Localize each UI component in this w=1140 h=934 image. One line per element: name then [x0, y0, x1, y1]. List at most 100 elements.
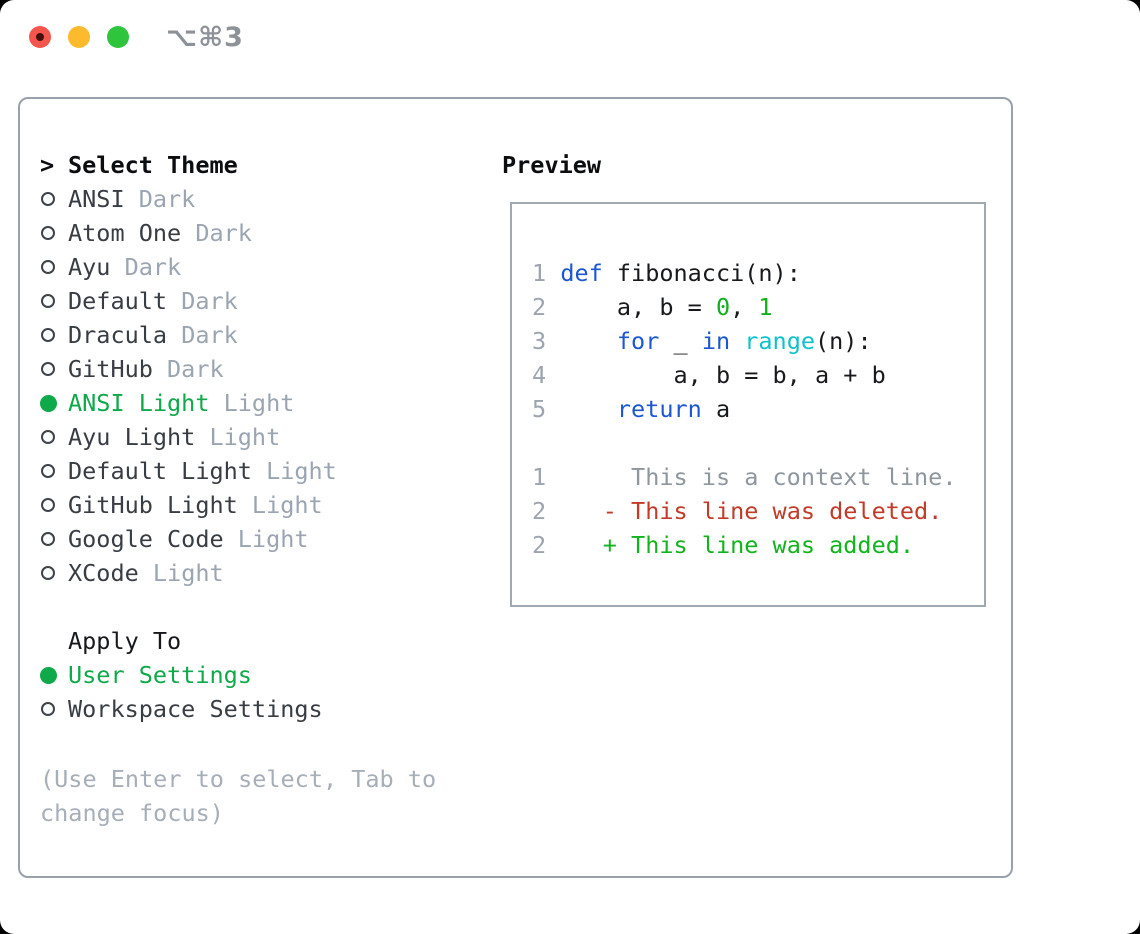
- theme-variant: Light: [223, 525, 309, 553]
- theme-name: Dracula: [68, 321, 168, 349]
- theme-option-ansi-dark[interactable]: ANSI Dark: [40, 182, 337, 216]
- code-segment-keyword: for: [616, 327, 660, 355]
- theme-variant: Light: [138, 559, 224, 587]
- theme-option-atom-one-dark[interactable]: Atom One Dark: [40, 216, 337, 250]
- preview-heading: Preview: [502, 151, 602, 179]
- code-segment-plain: [560, 531, 602, 559]
- theme-variant: Light: [237, 491, 323, 519]
- radio-unselected-icon: [41, 498, 55, 512]
- line-number: 2: [532, 293, 547, 321]
- code-segment-plain: [730, 327, 744, 355]
- theme-option-dracula-dark[interactable]: Dracula Dark: [40, 318, 337, 352]
- line-number: 1: [532, 463, 547, 491]
- line-number: 3: [532, 327, 547, 355]
- theme-option-default-dark[interactable]: Default Dark: [40, 284, 337, 318]
- theme-option-github-dark[interactable]: GitHub Dark: [40, 352, 337, 386]
- code-segment-number: 1: [758, 293, 773, 321]
- preview-line: 4 a, b = b, a + b: [532, 358, 984, 392]
- radio-unselected-icon: [41, 532, 55, 546]
- radio-unselected-icon: [41, 294, 55, 308]
- line-number: 2: [532, 497, 547, 525]
- theme-variant: Dark: [124, 185, 196, 213]
- apply-option-label: Workspace Settings: [68, 695, 323, 723]
- theme-name: Ayu Light: [68, 423, 196, 451]
- theme-variant: Dark: [152, 355, 224, 383]
- theme-name: XCode: [68, 559, 139, 587]
- line-number: 5: [532, 395, 547, 423]
- window-title: ⌥⌘3: [166, 22, 244, 53]
- theme-option-xcode-light[interactable]: XCode Light: [40, 556, 337, 590]
- code-segment-plain: ,: [730, 293, 759, 321]
- theme-option-default-light-light[interactable]: Default Light Light: [40, 454, 337, 488]
- theme-name: GitHub: [68, 355, 153, 383]
- code-segment-builtin: range: [744, 327, 816, 355]
- apply-option-user-settings[interactable]: User Settings: [40, 658, 337, 692]
- preview-line: 1 def fibonacci(n):: [532, 256, 984, 290]
- radio-selected-icon: [40, 666, 57, 684]
- apply-option-label: User Settings: [68, 661, 252, 689]
- select-theme-heading: Select Theme: [68, 151, 238, 179]
- theme-option-ayu-light-light[interactable]: Ayu Light Light: [40, 420, 337, 454]
- code-segment-plain: (n):: [815, 327, 872, 355]
- theme-name: Google Code: [68, 525, 224, 553]
- radio-unselected-icon: [41, 566, 55, 580]
- theme-option-ayu-dark[interactable]: Ayu Dark: [40, 250, 337, 284]
- code-segment-context: This is a context line.: [560, 463, 957, 491]
- code-segment-added: + This line was added.: [602, 531, 915, 559]
- line-number: 2: [532, 531, 547, 559]
- zoom-button-icon[interactable]: [107, 26, 129, 48]
- radio-unselected-icon: [41, 328, 55, 342]
- radio-selected-icon: [40, 394, 57, 412]
- radio-unselected-icon: [41, 362, 55, 376]
- theme-variant: Light: [251, 457, 337, 485]
- code-segment-plain: a, b =: [560, 293, 716, 321]
- code-segment-plain: a, b = b, a + b: [560, 361, 886, 389]
- focus-prompt-icon: >: [40, 151, 55, 179]
- close-button-icon[interactable]: [29, 26, 51, 48]
- apply-to-header-row: Apply To: [40, 624, 337, 658]
- code-segment-deleted: - This line was deleted.: [602, 497, 943, 525]
- title-bar: ⌥⌘3: [0, 0, 1140, 74]
- preview-line: 1 This is a context line.: [532, 460, 984, 494]
- radio-unselected-icon: [41, 702, 55, 716]
- apply-to-heading: Apply To: [68, 627, 182, 655]
- theme-variant: Dark: [181, 219, 252, 247]
- blank-line: [532, 426, 984, 460]
- theme-variant: Dark: [167, 321, 238, 349]
- radio-unselected-icon: [41, 430, 55, 444]
- theme-option-ansi-light-light[interactable]: ANSI Light Light: [40, 386, 337, 420]
- theme-variant: Dark: [167, 287, 238, 315]
- theme-name: Default Light: [68, 457, 252, 485]
- theme-variant: Light: [195, 423, 281, 451]
- code-segment-plain: [560, 327, 617, 355]
- preview-line: 3 for _ in range(n):: [532, 324, 984, 358]
- code-segment-keyword: in: [701, 327, 731, 355]
- radio-unselected-icon: [41, 192, 55, 206]
- select-theme-header-row: > Select Theme: [40, 148, 337, 182]
- preview-line: 5 return a: [532, 392, 984, 426]
- radio-unselected-icon: [41, 464, 55, 478]
- theme-variant: Dark: [110, 253, 182, 281]
- help-line-2: change focus): [40, 799, 224, 827]
- minimize-button-icon[interactable]: [68, 26, 90, 48]
- help-line-1: (Use Enter to select, Tab to: [40, 765, 437, 793]
- code-segment-plain: fibonacci(n):: [602, 259, 801, 287]
- apply-option-workspace-settings[interactable]: Workspace Settings: [40, 692, 337, 726]
- preview-line: 2 a, b = 0, 1: [532, 290, 984, 324]
- code-segment-plain: [560, 395, 617, 423]
- theme-name: Atom One: [68, 219, 182, 247]
- spacer-row: [40, 590, 337, 624]
- radio-unselected-icon: [41, 226, 55, 240]
- theme-option-google-code-light[interactable]: Google Code Light: [40, 522, 337, 556]
- radio-unselected-icon: [41, 260, 55, 274]
- line-number: 1: [532, 259, 547, 287]
- preview-line: 2 + This line was added.: [532, 528, 984, 562]
- code-segment-keyword: def: [560, 259, 603, 287]
- theme-option-github-light-light[interactable]: GitHub Light Light: [40, 488, 337, 522]
